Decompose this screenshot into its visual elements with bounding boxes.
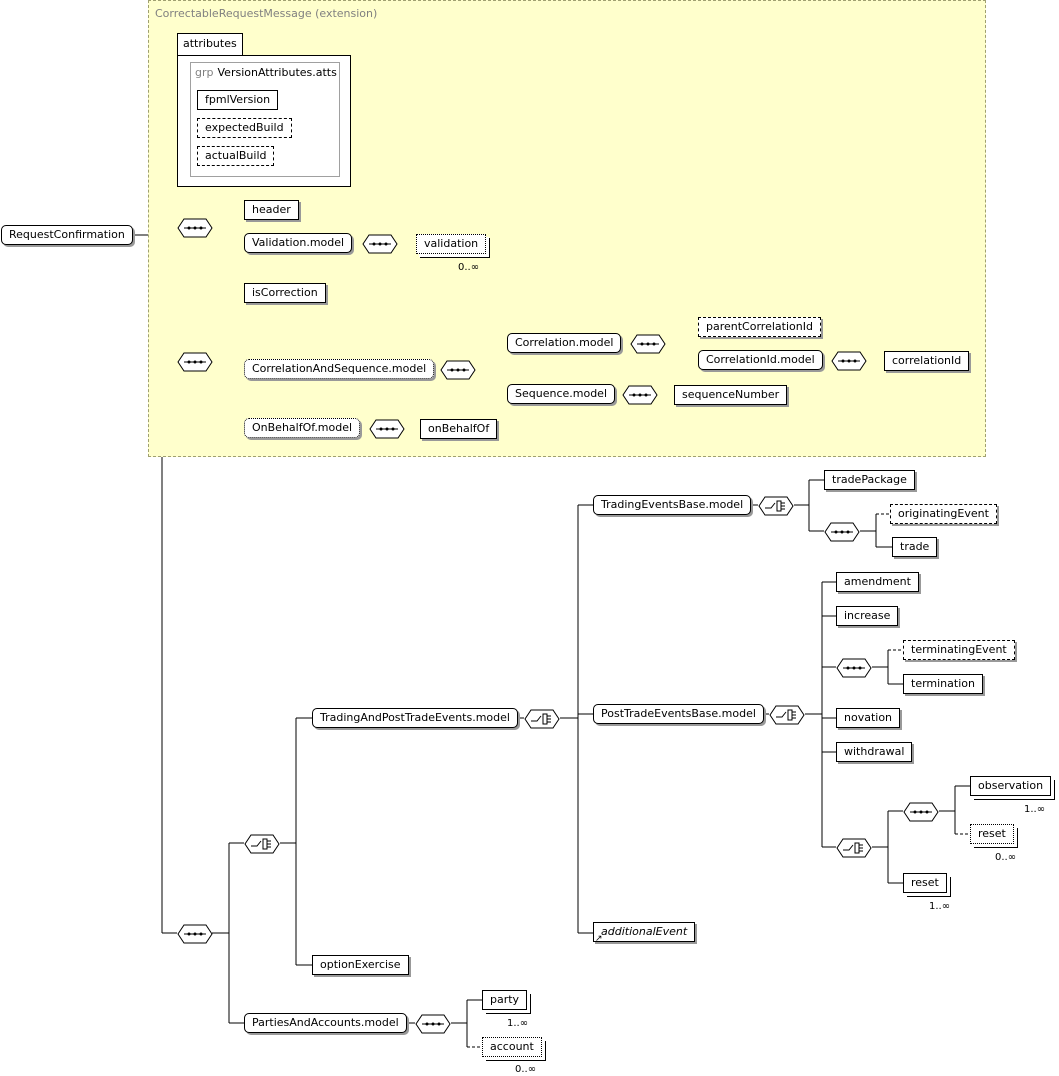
sequence-compositor[interactable] (177, 924, 213, 944)
attr-fpmlversion[interactable]: fpmlVersion (197, 90, 279, 110)
element-observation[interactable]: observation (970, 776, 1052, 796)
group-partiesandaccounts-model[interactable]: PartiesAndAccounts.model (244, 1013, 407, 1033)
element-termination[interactable]: termination (903, 674, 983, 694)
element-iscorrection[interactable]: isCorrection (244, 283, 326, 303)
element-party[interactable]: party (482, 990, 528, 1010)
sequence-compositor[interactable] (440, 360, 476, 380)
element-withdrawal[interactable]: withdrawal (836, 742, 913, 762)
group-validation-model[interactable]: Validation.model (244, 233, 353, 253)
choice-compositor[interactable] (244, 834, 280, 854)
reference-arrow-icon: ↗ (595, 934, 603, 944)
group-onbehalfof-model[interactable]: OnBehalfOf.model (244, 418, 361, 438)
element-originatingevent[interactable]: originatingEvent (890, 504, 997, 524)
sequence-compositor[interactable] (903, 802, 939, 822)
cardinality-label: 0..∞ (515, 1064, 537, 1075)
element-additionalevent[interactable]: additionalEvent (593, 922, 696, 942)
group-tradingandposttradeevents-model[interactable]: TradingAndPostTradeEvents.model (312, 708, 518, 728)
sequence-compositor[interactable] (630, 334, 666, 354)
sequence-compositor[interactable] (831, 351, 867, 371)
group-correlationandsequence-model[interactable]: CorrelationAndSequence.model (244, 359, 435, 379)
element-novation[interactable]: novation (836, 708, 901, 728)
choice-compositor[interactable] (836, 838, 872, 858)
element-sequencenumber[interactable]: sequenceNumber (674, 385, 788, 405)
element-header[interactable]: header (244, 200, 299, 220)
element-optionexercise[interactable]: optionExercise (312, 955, 409, 975)
group-tradingeventsbase-model[interactable]: TradingEventsBase.model (593, 495, 752, 515)
extension-title: CorrectableRequestMessage (extension) (155, 7, 378, 20)
element-increase[interactable]: increase (836, 606, 899, 626)
sequence-compositor[interactable] (177, 218, 213, 238)
element-tradepackage[interactable]: tradePackage (824, 470, 915, 490)
cardinality-label: 1..∞ (1024, 804, 1046, 815)
sequence-compositor[interactable] (836, 658, 872, 678)
sequence-compositor[interactable] (369, 419, 405, 439)
attr-actualbuild[interactable]: actualBuild (197, 146, 275, 166)
group-correlation-model[interactable]: Correlation.model (507, 333, 622, 353)
element-validation[interactable]: validation (416, 234, 487, 254)
group-name: VersionAttributes.atts (217, 66, 337, 79)
element-reset[interactable]: reset (903, 873, 947, 893)
element-account[interactable]: account (482, 1037, 542, 1057)
sequence-compositor[interactable] (415, 1014, 451, 1034)
attributes-tab: attributes (177, 33, 243, 55)
group-posttradeeventsbase-model[interactable]: PostTradeEventsBase.model (593, 704, 764, 724)
element-reset-optional[interactable]: reset (970, 824, 1014, 844)
sequence-compositor[interactable] (622, 385, 658, 405)
sequence-compositor[interactable] (177, 352, 213, 372)
element-amendment[interactable]: amendment (836, 572, 919, 592)
element-onbehalfof[interactable]: onBehalfOf (420, 419, 498, 439)
group-sequence-model[interactable]: Sequence.model (507, 384, 616, 404)
root-element[interactable]: RequestConfirmation (1, 225, 133, 245)
sequence-compositor[interactable] (824, 522, 860, 542)
cardinality-label: 0..∞ (458, 262, 480, 273)
element-terminatingevent[interactable]: terminatingEvent (903, 640, 1015, 660)
group-keyword: grp (195, 66, 214, 79)
group-correlationid-model[interactable]: CorrelationId.model (698, 350, 823, 370)
cardinality-label: 0..∞ (995, 852, 1017, 863)
choice-compositor[interactable] (524, 709, 560, 729)
element-trade[interactable]: trade (892, 537, 938, 557)
sequence-compositor[interactable] (362, 234, 398, 254)
element-parentcorrelationid[interactable]: parentCorrelationId (698, 317, 821, 337)
choice-compositor[interactable] (769, 705, 805, 725)
cardinality-label: 1..∞ (507, 1018, 529, 1029)
cardinality-label: 1..∞ (929, 901, 951, 912)
attr-expectedbuild[interactable]: expectedBuild (197, 118, 292, 138)
element-correlationid[interactable]: correlationId (884, 351, 970, 371)
choice-compositor[interactable] (758, 496, 794, 516)
